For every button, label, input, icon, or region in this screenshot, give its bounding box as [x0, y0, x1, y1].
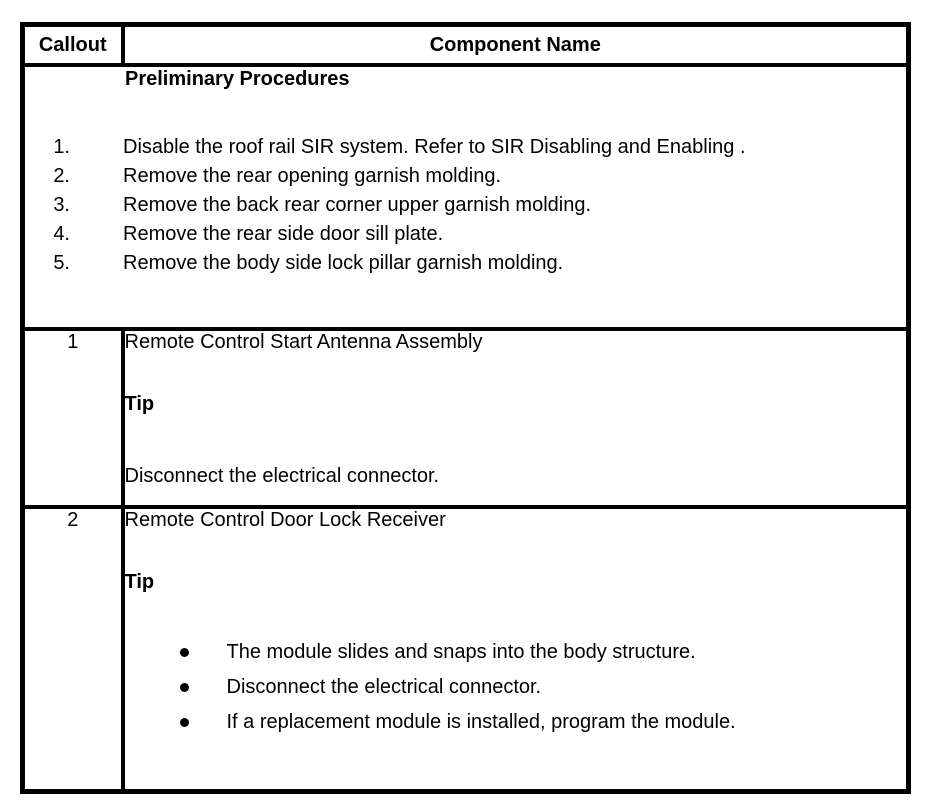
list-item: 2. Remove the rear opening garnish moldi… — [25, 162, 906, 191]
list-item-text: Remove the back rear corner upper garnis… — [123, 194, 592, 216]
list-item-number: 1. — [53, 136, 70, 158]
list-item-number: 5. — [53, 252, 70, 274]
list-item-text: If a replacement module is installed, pr… — [226, 711, 736, 733]
list-item: Disconnect the electrical connector. — [125, 670, 907, 705]
list-item-number: 4. — [53, 223, 70, 245]
bullet-icon — [179, 648, 189, 657]
callout-column-header: Callout — [20, 22, 125, 67]
tip-note: Disconnect the electrical connector. — [124, 465, 440, 487]
list-item-text: Remove the rear side door sill plate. — [123, 223, 444, 245]
preliminary-procedures-title: Preliminary Procedures — [125, 68, 350, 90]
list-item: 1. Disable the roof rail SIR system. Ref… — [25, 133, 906, 162]
bullet-icon — [179, 718, 189, 727]
table-row: 1 Remote Control Start Antenna Assembly … — [20, 327, 911, 509]
component-callout-table: Callout Component Name Preliminary Proce… — [20, 22, 911, 794]
component-cell: Remote Control Door Lock Receiver Tip Th… — [120, 505, 911, 794]
list-item-number: 2. — [53, 165, 70, 187]
list-item: If a replacement module is installed, pr… — [125, 705, 907, 740]
list-item-text: Remove the rear opening garnish molding. — [123, 165, 501, 187]
preliminary-steps-list: 1. Disable the roof rail SIR system. Ref… — [25, 133, 906, 278]
callout-value: 2 — [20, 505, 125, 794]
tip-label: Tip — [124, 393, 155, 415]
component-name: Remote Control Start Antenna Assembly — [124, 331, 483, 353]
list-item: The module slides and snaps into the bod… — [125, 635, 907, 670]
bullet-icon — [179, 683, 189, 692]
component-name: Remote Control Door Lock Receiver — [124, 509, 446, 531]
list-item-text: Disconnect the electrical connector. — [226, 676, 542, 698]
list-item: 3. Remove the back rear corner upper gar… — [25, 191, 906, 220]
preliminary-procedures-cell: Preliminary Procedures 1. Disable the ro… — [20, 63, 911, 331]
tip-bullet-list: The module slides and snaps into the bod… — [125, 635, 907, 740]
callout-value: 1 — [20, 327, 125, 509]
list-item-text: The module slides and snaps into the bod… — [226, 641, 696, 663]
table-header-row: Callout Component Name — [20, 22, 911, 67]
list-item-number: 3. — [53, 194, 70, 216]
list-item: 4. Remove the rear side door sill plate. — [25, 220, 906, 249]
preliminary-procedures-row: Preliminary Procedures 1. Disable the ro… — [20, 63, 911, 331]
list-item-text: Disable the roof rail SIR system. Refer … — [123, 136, 746, 158]
component-name-column-header: Component Name — [120, 22, 911, 67]
tip-label: Tip — [124, 571, 155, 593]
table-row: 2 Remote Control Door Lock Receiver Tip … — [20, 505, 911, 794]
list-item: 5. Remove the body side lock pillar garn… — [25, 249, 906, 278]
component-cell: Remote Control Start Antenna Assembly Ti… — [120, 327, 911, 509]
list-item-text: Remove the body side lock pillar garnish… — [123, 252, 564, 274]
